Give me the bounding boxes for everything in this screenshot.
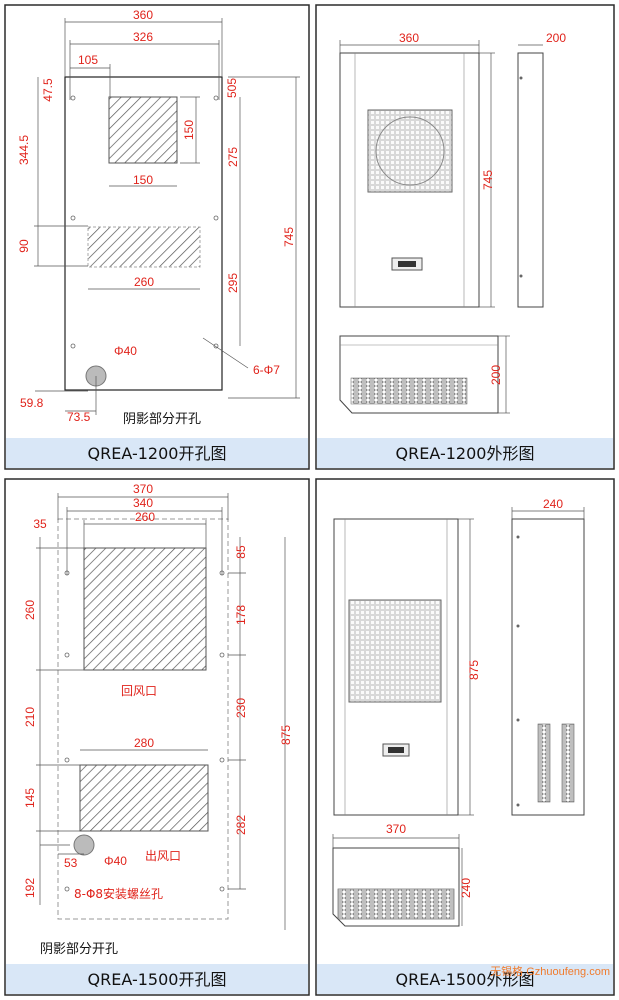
top-view-body <box>339 335 499 414</box>
label-phi40: Φ40 <box>114 344 137 358</box>
dim-745: 745 <box>481 170 495 190</box>
dim-90: 90 <box>17 239 31 253</box>
dim-360: 360 <box>399 31 419 45</box>
fan-icon <box>375 116 445 186</box>
dim-53: 53 <box>64 856 78 870</box>
side-view-body <box>511 518 585 816</box>
dim-260: 260 <box>135 510 155 524</box>
dim-344-5: 344.5 <box>17 135 31 165</box>
dim-260: 260 <box>134 275 154 289</box>
dim-85: 85 <box>234 545 248 559</box>
side-vent-left <box>537 723 551 803</box>
caption-qrea1200-outline: QREA-1200外形图 <box>396 444 535 463</box>
panel-qrea1200-cutout: 360 326 105 47.5 505 344.5 150 150 275 9… <box>4 4 310 470</box>
caption-bar <box>317 964 613 994</box>
dim-282: 282 <box>234 815 248 835</box>
label-screw-holes: 8-Φ8安装螺丝孔 <box>74 886 163 901</box>
dim-105: 105 <box>78 53 98 67</box>
dim-370: 370 <box>386 822 406 836</box>
dim-192: 192 <box>23 878 37 898</box>
dim-150-h: 150 <box>133 173 153 187</box>
note-shaded-cutout: 阴影部分开孔 <box>40 942 118 957</box>
dim-73-5: 73.5 <box>67 410 91 424</box>
dim-240: 240 <box>543 497 563 511</box>
dim-260-v: 260 <box>23 600 37 620</box>
dim-745: 745 <box>282 227 296 247</box>
lower-cutout-hatch <box>87 226 201 268</box>
dim-340: 340 <box>133 496 153 510</box>
dim-370: 370 <box>133 482 153 496</box>
dim-875: 875 <box>467 660 481 680</box>
side-view-body <box>517 52 544 308</box>
dim-360: 360 <box>133 8 153 22</box>
upper-cutout-hatch <box>108 96 178 164</box>
dim-200: 200 <box>546 31 566 45</box>
dim-295: 295 <box>226 273 240 293</box>
dim-47-5: 47.5 <box>41 78 55 102</box>
caption-qrea1500-cutout: QREA-1500开孔图 <box>88 970 227 989</box>
label-phi40: Φ40 <box>104 854 127 868</box>
front-view-body <box>339 52 480 308</box>
top-view-body <box>332 847 460 927</box>
panel-qrea1500-outline: 240 875 370 240 QREA-1500外形图 无锡格 Gzhuouf… <box>315 478 615 996</box>
caption-qrea1200-cutout: QREA-1200开孔图 <box>88 444 227 463</box>
panel-qrea1200-outline: 360 200 745 200 QREA-1200外形图 <box>315 4 615 470</box>
front-view-body <box>333 518 459 816</box>
caption-bar <box>317 438 613 468</box>
caption-qrea1500-outline: QREA-1500外形图 <box>396 970 535 989</box>
dim-35: 35 <box>33 517 47 531</box>
dim-150-v: 150 <box>182 120 196 140</box>
dim-875: 875 <box>279 725 293 745</box>
return-air-hatch <box>83 547 207 671</box>
side-vent-right <box>561 723 575 803</box>
caption-bar <box>6 438 308 468</box>
watermark: 无锡格 Gzhuoufeng.com <box>490 964 610 978</box>
note-shaded-cutout: 阴影部分开孔 <box>123 412 201 427</box>
dim-178: 178 <box>234 605 248 625</box>
label-outlet: 出风口 <box>145 849 181 863</box>
panel-qrea1500-cutout: 370 340 260 35 85 260 178 回风口 210 230 87… <box>4 478 310 996</box>
dim-200-h: 200 <box>489 365 503 385</box>
outlet-hatch <box>79 764 209 832</box>
phi40-hole <box>73 834 95 856</box>
dim-275: 275 <box>226 147 240 167</box>
dim-326: 326 <box>133 30 153 44</box>
dim-230: 230 <box>234 698 248 718</box>
bottom-vent <box>337 888 455 920</box>
cutout-body-outline <box>64 76 223 391</box>
screw-holes <box>70 95 219 349</box>
dim-210: 210 <box>23 707 37 727</box>
dim-505: 505 <box>225 78 239 98</box>
dim-240-h: 240 <box>459 878 473 898</box>
dim-145: 145 <box>23 788 37 808</box>
dim-280: 280 <box>134 736 154 750</box>
caption-bar <box>6 964 308 994</box>
bottom-vent <box>350 377 468 405</box>
dim-59-8: 59.8 <box>20 396 44 410</box>
label-holes-6-phi7: 6-Φ7 <box>253 363 280 377</box>
fan-grill <box>348 599 442 703</box>
fan-grill <box>367 109 453 193</box>
label-return-air: 回风口 <box>121 684 157 698</box>
cutout-body-outline <box>57 518 229 920</box>
